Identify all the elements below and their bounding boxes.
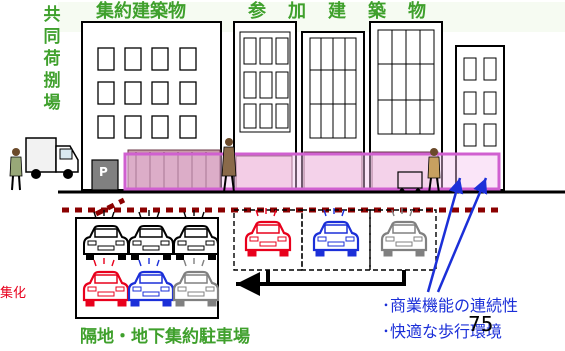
sparkle-marks [93,208,413,267]
pedestrian-street-highlight [123,152,501,191]
car-icon [244,220,292,258]
participating-buildings-label: 参加建築物 [248,1,426,22]
parking-sign: P [99,165,108,179]
delivery-truck-icon [25,137,79,179]
pointer-arrow-1 [426,177,464,293]
pedestrian-icon-1 [221,138,237,193]
car-icon [312,220,360,258]
benefit-comfortable-walking: ･快適な歩行環境 [382,322,503,341]
shared-loading-area-label: 共 同 荷 捌 場 [43,5,61,113]
parking-caption: 隔地・地下集約駐車場 [80,327,250,347]
benefit-commercial-continuity: ･商業機能の連続性 [382,296,519,315]
participating-building-4 [455,45,505,191]
car-icon [380,220,428,258]
worker-icon [9,148,23,191]
pointer-arrow-2 [436,177,488,293]
parking-spot-2 [301,209,371,271]
parking-spot-3 [369,209,437,271]
collective-building-label: 集約建築物 [96,1,186,22]
collective-building [81,21,222,191]
relocation-bracket [266,270,406,286]
page-number: 75 [468,312,494,336]
shop-fronts [127,149,439,191]
partial-left-label: 集化 [0,286,27,301]
